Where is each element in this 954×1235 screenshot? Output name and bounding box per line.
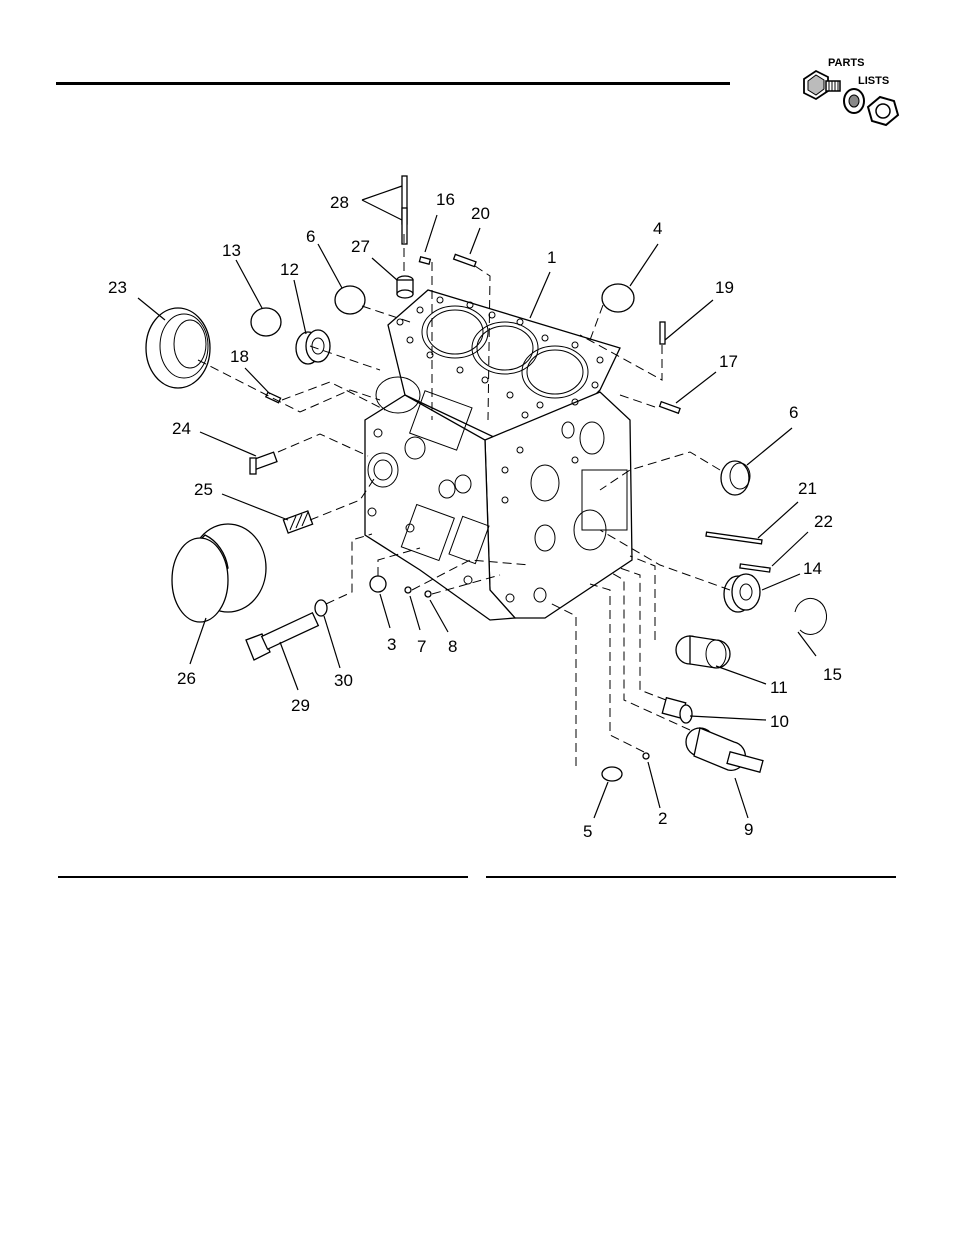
callout-29: 29 [291, 696, 310, 715]
callout-8: 8 [448, 637, 457, 656]
part-26-oil-filter [172, 524, 266, 622]
part-11-bushing [676, 636, 730, 668]
column-rule-left [58, 876, 468, 878]
callout-16: 16 [436, 190, 455, 209]
callout-10: 10 [770, 712, 789, 731]
part-20-pin [454, 254, 476, 266]
part-30-o-ring [315, 600, 327, 616]
part-22-pin [740, 564, 770, 572]
callout-1: 1 [547, 248, 556, 267]
part-15-snap-ring [795, 598, 827, 634]
part-19-pin [660, 322, 665, 344]
part-23-oil-seal [146, 308, 210, 388]
callout-17: 17 [719, 352, 738, 371]
part-29-bolt [246, 613, 318, 660]
callout-11: 11 [770, 678, 788, 697]
callout-19: 19 [715, 278, 734, 297]
part-3-bushing [370, 576, 386, 592]
part-8-plug [425, 591, 431, 597]
callout-2: 2 [658, 809, 667, 828]
part-21-pin [706, 532, 762, 544]
callout-12: 12 [280, 260, 299, 279]
callout-15: 15 [823, 665, 842, 684]
part-10-fitting [662, 698, 692, 723]
part-6-plug [335, 286, 365, 314]
part-17-pin [660, 402, 681, 414]
callout-24: 24 [172, 419, 191, 438]
callout-14: 14 [803, 559, 822, 578]
callout-21: 21 [798, 479, 817, 498]
part-2-ball [643, 753, 649, 759]
callout-18: 18 [230, 347, 249, 366]
callout-4: 4 [653, 219, 662, 238]
callout-30: 30 [334, 671, 353, 690]
callout-9: 9 [744, 820, 753, 839]
callout-28: 28 [330, 193, 349, 212]
part-4-plug [602, 284, 634, 312]
callout-3: 3 [387, 635, 396, 654]
part-27-sleeve [397, 276, 413, 298]
callout-26: 26 [177, 669, 196, 688]
part-7-plug [405, 587, 411, 593]
part-14-bearing [724, 574, 760, 612]
callout-27: 27 [351, 237, 370, 256]
cylinder-block [365, 290, 632, 620]
callout-6a: 6 [306, 227, 315, 246]
callout-7: 7 [417, 637, 426, 656]
callout-22: 22 [814, 512, 833, 531]
callout-5: 5 [583, 822, 592, 841]
callout-13: 13 [222, 241, 241, 260]
part-5-plug [602, 767, 622, 781]
callout-20: 20 [471, 204, 490, 223]
callout-23: 23 [108, 278, 127, 297]
part-16-pin [419, 257, 430, 264]
part-13-plug [251, 308, 281, 336]
part-6-sleeve [721, 461, 750, 495]
callout-6b: 6 [789, 403, 798, 422]
callout-25: 25 [194, 480, 213, 499]
part-9-shaft [686, 728, 763, 772]
column-rule-right [486, 876, 896, 878]
part-25-plug [283, 511, 312, 533]
part-28-studs [402, 176, 407, 244]
